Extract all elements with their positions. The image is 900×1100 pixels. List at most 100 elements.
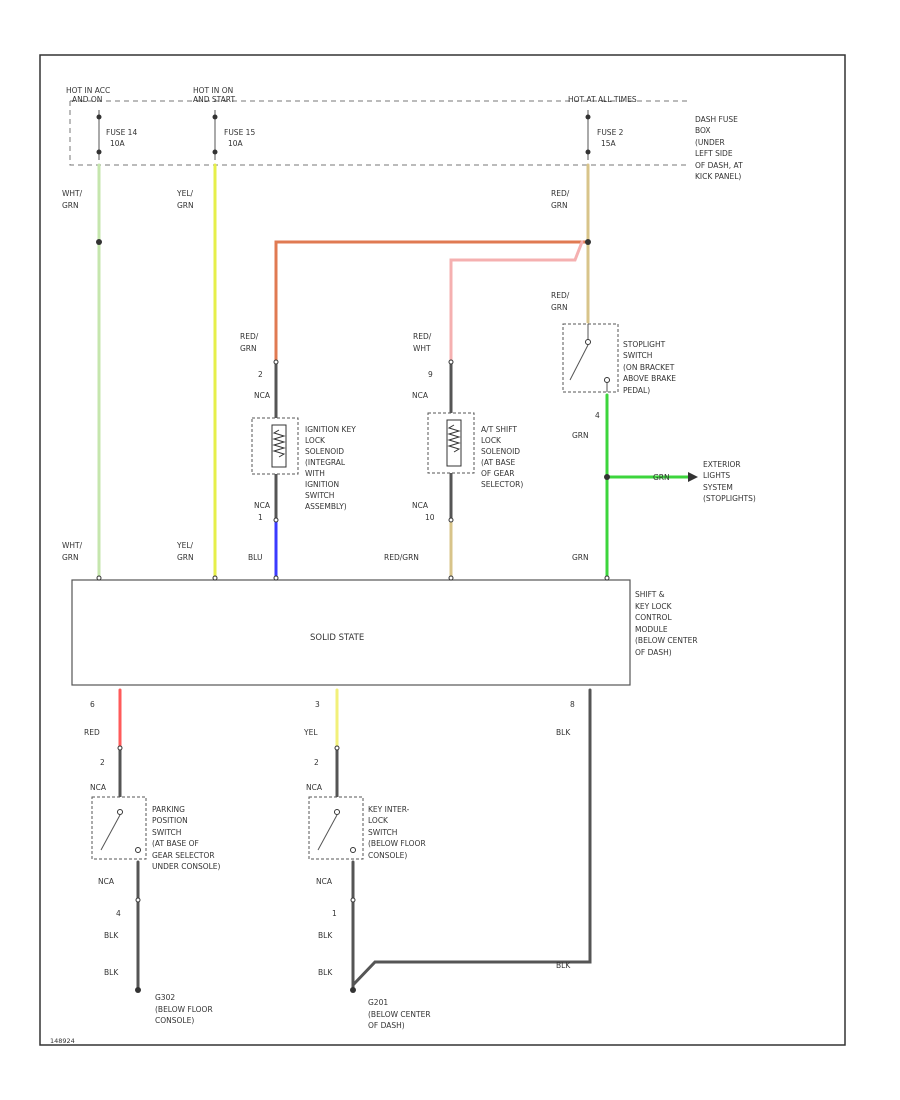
svg-text:6: 6 — [90, 700, 95, 709]
fuse-14 — [96, 110, 102, 160]
fuse-box-location: DASH FUSE BOX (UNDER LEFT SIDE OF DASH, … — [695, 115, 743, 181]
shift-lock-solenoid — [427, 412, 475, 474]
svg-text:RED/: RED/ — [413, 332, 432, 341]
svg-text:CONSOLE): CONSOLE) — [155, 1016, 194, 1025]
svg-text:PARKING: PARKING — [152, 805, 185, 814]
svg-text:GRN: GRN — [62, 553, 79, 562]
svg-text:(AT BASE: (AT BASE — [481, 458, 515, 467]
svg-text:NCA: NCA — [254, 391, 271, 400]
svg-text:SWITCH: SWITCH — [368, 828, 397, 837]
svg-text:GRN: GRN — [572, 431, 589, 440]
parking-position-switch — [91, 796, 147, 860]
svg-text:YEL/: YEL/ — [176, 189, 193, 198]
svg-text:NCA: NCA — [98, 877, 115, 886]
svg-text:GRN: GRN — [62, 201, 79, 210]
svg-text:UNDER CONSOLE): UNDER CONSOLE) — [152, 862, 221, 871]
svg-text:KICK PANEL): KICK PANEL) — [695, 172, 741, 181]
splice-dot — [604, 474, 610, 480]
diagram-border — [39, 54, 846, 1046]
svg-text:STOPLIGHT: STOPLIGHT — [623, 340, 666, 349]
svg-text:BLU: BLU — [248, 553, 262, 562]
svg-text:SWITCH: SWITCH — [305, 491, 334, 500]
svg-text:1: 1 — [332, 909, 337, 918]
svg-text:SOLENOID: SOLENOID — [481, 447, 520, 456]
hot-acc-label-1: HOT IN ACC — [66, 86, 110, 95]
svg-text:OF DASH): OF DASH) — [635, 648, 672, 657]
svg-text:(BELOW CENTER: (BELOW CENTER — [368, 1010, 431, 1019]
svg-text:(UNDER: (UNDER — [695, 138, 725, 147]
svg-text:RED/GRN: RED/GRN — [384, 553, 419, 562]
svg-text:SOLENOID: SOLENOID — [305, 447, 344, 456]
svg-text:LOCK: LOCK — [305, 436, 326, 445]
svg-text:G201: G201 — [368, 998, 388, 1007]
ignition-solenoid-label: IGNITION KEY LOCK SOLENOID (INTEGRAL WIT… — [305, 425, 356, 511]
splice-dot — [96, 239, 102, 245]
svg-text:YEL: YEL — [303, 728, 318, 737]
svg-text:GEAR SELECTOR: GEAR SELECTOR — [152, 851, 215, 860]
interlock-switch-label: KEY INTER- LOCK SWITCH (BELOW FLOOR CONS… — [368, 805, 426, 860]
wire-color-labels: WHT/ GRN YEL/ GRN RED/ GRN RED/ GRN RED/… — [62, 189, 589, 977]
figure-id: 148924 — [50, 1037, 75, 1045]
svg-text:OF GEAR: OF GEAR — [481, 469, 515, 478]
fuse-box-outline — [69, 100, 690, 166]
svg-text:MODULE: MODULE — [635, 625, 668, 634]
svg-text:GRN: GRN — [572, 553, 589, 562]
wire-blk-module-ground — [351, 688, 592, 987]
stoplight-switch — [562, 323, 619, 393]
ground-g302-label: G302 (BELOW FLOOR CONSOLE) — [155, 993, 213, 1025]
svg-text:RED/: RED/ — [551, 189, 570, 198]
splice-dot — [585, 239, 591, 245]
svg-text:G302: G302 — [155, 993, 175, 1002]
svg-text:BLK: BLK — [318, 968, 333, 977]
svg-text:LIGHTS: LIGHTS — [703, 471, 730, 480]
svg-text:2: 2 — [314, 758, 319, 767]
pin-labels: 2 NCA NCA 1 9 NCA NCA 10 4 6 3 8 2 2 NCA… — [90, 370, 600, 918]
svg-text:NCA: NCA — [412, 391, 429, 400]
svg-text:10: 10 — [425, 513, 435, 522]
svg-text:WHT: WHT — [413, 344, 431, 353]
svg-text:BLK: BLK — [104, 931, 119, 940]
svg-text:GRN: GRN — [551, 201, 568, 210]
svg-text:NCA: NCA — [90, 783, 107, 792]
wire-red-grn-ignition — [274, 240, 590, 364]
svg-text:SWITCH: SWITCH — [623, 351, 652, 360]
svg-text:ASSEMBLY): ASSEMBLY) — [305, 502, 347, 511]
svg-text:(ON BRACKET: (ON BRACKET — [623, 363, 675, 372]
svg-text:LEFT SIDE: LEFT SIDE — [695, 149, 733, 158]
svg-text:LOCK: LOCK — [481, 436, 502, 445]
svg-text:GRN: GRN — [551, 303, 568, 312]
svg-text:NCA: NCA — [306, 783, 323, 792]
svg-text:IGNITION KEY: IGNITION KEY — [305, 425, 356, 434]
svg-text:SELECTOR): SELECTOR) — [481, 480, 523, 489]
grn-inline-label: GRN — [653, 473, 670, 482]
svg-text:NCA: NCA — [316, 877, 333, 886]
svg-text:ABOVE BRAKE: ABOVE BRAKE — [623, 374, 676, 383]
fuse14-label: FUSE 14 — [106, 128, 137, 137]
svg-text:(INTEGRAL: (INTEGRAL — [305, 458, 346, 467]
svg-text:2: 2 — [258, 370, 263, 379]
svg-text:8: 8 — [570, 700, 575, 709]
svg-text:YEL/: YEL/ — [176, 541, 193, 550]
control-module: SOLID STATE — [71, 575, 631, 686]
hot-run-label-2: AND START — [193, 95, 235, 104]
svg-text:LOCK: LOCK — [368, 816, 389, 825]
svg-text:4: 4 — [595, 411, 600, 420]
svg-text:BLK: BLK — [556, 728, 571, 737]
wire-red-wht — [449, 240, 584, 364]
svg-text:WHT/: WHT/ — [62, 189, 83, 198]
shift-solenoid-label: A/T SHIFT LOCK SOLENOID (AT BASE OF GEAR… — [481, 425, 523, 489]
svg-text:POSITION: POSITION — [152, 816, 188, 825]
park-switch-label: PARKING POSITION SWITCH (AT BASE OF GEAR… — [152, 805, 221, 871]
control-module-label: SHIFT & KEY LOCK CONTROL MODULE (BELOW C… — [635, 590, 698, 657]
svg-text:(BELOW FLOOR: (BELOW FLOOR — [155, 1005, 213, 1014]
svg-text:SHIFT &: SHIFT & — [635, 590, 665, 599]
svg-text:RED: RED — [84, 728, 100, 737]
key-interlock-switch — [308, 796, 364, 860]
fuse2-label: FUSE 2 — [597, 128, 624, 137]
hot-all-label: HOT AT ALL TIMES — [568, 95, 637, 104]
hot-acc-label-2: AND ON — [72, 95, 102, 104]
svg-text:DASH FUSE: DASH FUSE — [695, 115, 738, 124]
ground-g201-label: G201 (BELOW CENTER OF DASH) — [368, 998, 431, 1030]
svg-text:BLK: BLK — [556, 961, 571, 970]
